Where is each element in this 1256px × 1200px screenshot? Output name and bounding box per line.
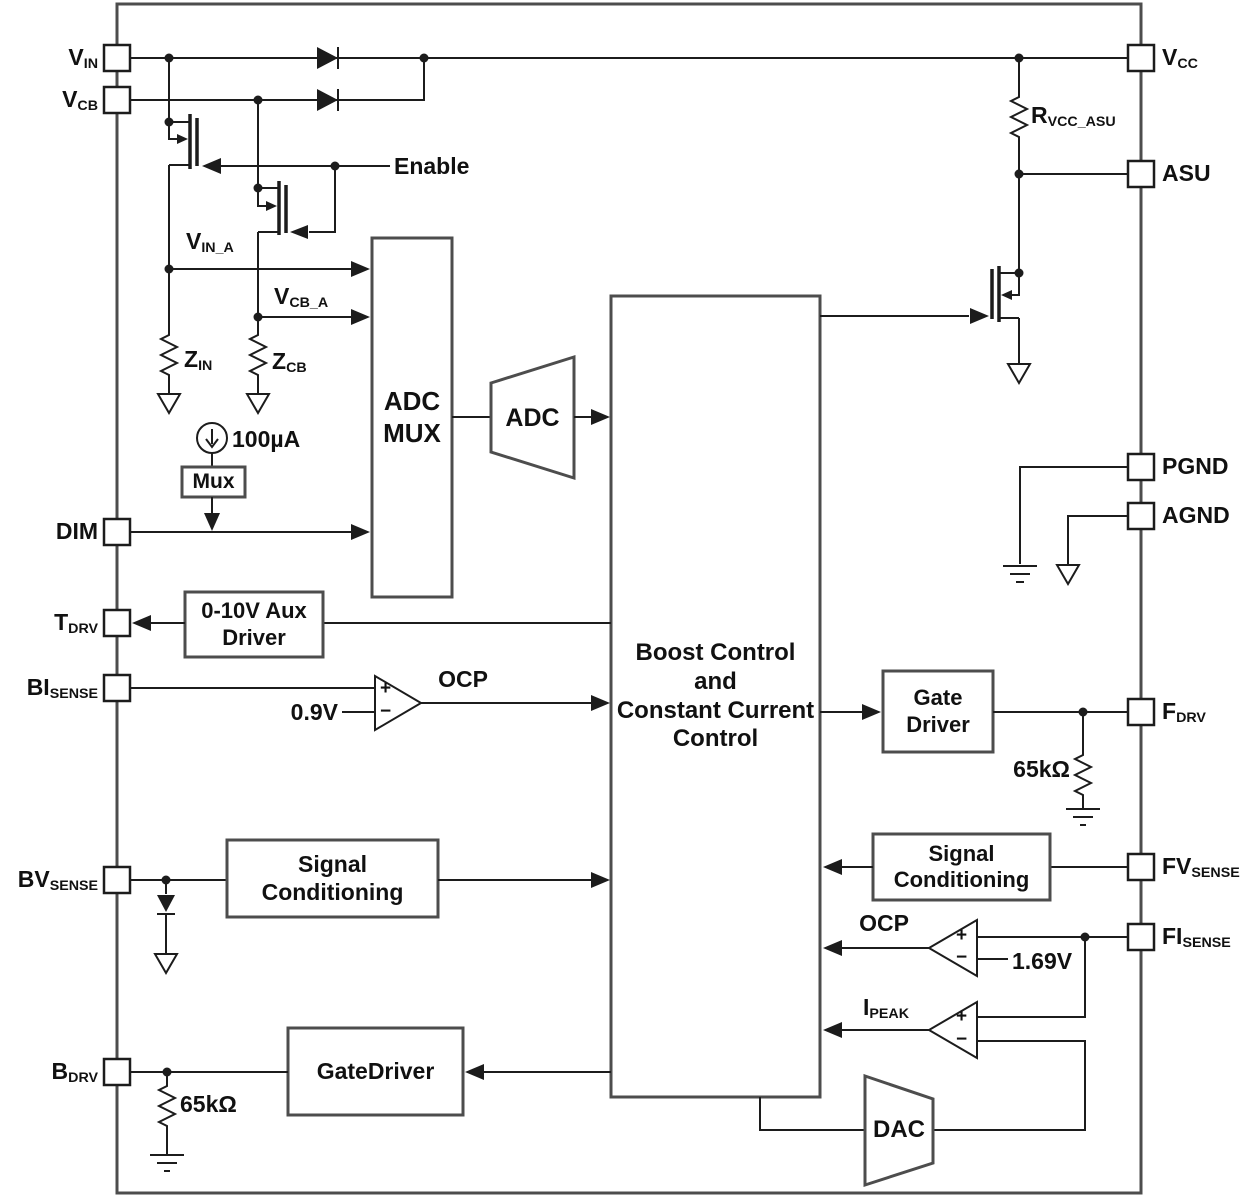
current-source-label: 100µA bbox=[232, 426, 301, 452]
ocp-comparator-right bbox=[823, 918, 1128, 978]
pin-fisense bbox=[1126, 922, 1156, 952]
dac-label: DAC bbox=[873, 1116, 925, 1144]
zin-resistor-icon bbox=[156, 269, 182, 415]
pin-label-bisense: BISENSE bbox=[26, 674, 98, 703]
pin-bvsense bbox=[102, 865, 132, 895]
adc-block bbox=[452, 354, 610, 481]
res-65k-left-label: 65kΩ bbox=[180, 1091, 237, 1117]
pin-fvsense bbox=[1126, 852, 1156, 882]
adc-mux-label: ADC MUX bbox=[383, 386, 441, 448]
signal-conditioning-left-block bbox=[225, 838, 610, 919]
vin-vcc-rail-wire bbox=[130, 57, 1128, 101]
vcb-a-label: VCB_A bbox=[274, 283, 329, 312]
signal-conditioning-right-block bbox=[823, 832, 1128, 902]
boost-control-label: Boost Control and Constant Current Contr… bbox=[616, 638, 815, 753]
mosfet-q3-icon bbox=[820, 174, 1032, 385]
pin-label-asu: ASU bbox=[1162, 160, 1211, 186]
junction-dots bbox=[161, 53, 1090, 1077]
pin-bisense bbox=[102, 673, 132, 703]
pin-label-vin: VIN bbox=[68, 44, 98, 73]
zin-label: ZIN bbox=[184, 346, 213, 375]
dac-block bbox=[759, 1073, 935, 1188]
pin-pgnd bbox=[1126, 452, 1156, 482]
ocp-left-label: OCP bbox=[438, 666, 488, 692]
pin-label-agnd: AGND bbox=[1162, 502, 1230, 528]
comparator-plus-sign: + bbox=[956, 1006, 968, 1027]
ocp-right-label: OCP bbox=[859, 910, 909, 936]
aux-driver-block bbox=[132, 590, 611, 659]
pin-label-dim: DIM bbox=[55, 518, 98, 544]
enable-wire bbox=[202, 158, 390, 239]
pin-label-tdrv: TDRV bbox=[54, 609, 98, 638]
pin-bdrv bbox=[102, 1057, 132, 1087]
agnd-wire bbox=[1055, 515, 1128, 586]
gate-driver-f-label: Gate Driver bbox=[906, 685, 970, 737]
comparator-plus-sign: + bbox=[956, 925, 968, 946]
gate-driver-b-label: GateDriver bbox=[316, 1057, 435, 1084]
pin-label-fdrv: FDRV bbox=[1162, 698, 1206, 727]
signal-conditioning-left-label: Signal Conditioning bbox=[261, 850, 404, 905]
zcb-resistor-icon bbox=[245, 317, 271, 415]
ipeak-comparator bbox=[823, 937, 1086, 1131]
pin-label-fvsense: FVSENSE bbox=[1162, 853, 1240, 882]
mosfet-q1-icon bbox=[168, 58, 199, 269]
fdrv-65k-resistor-icon bbox=[1066, 712, 1100, 826]
pin-asu bbox=[1126, 159, 1156, 189]
pin-label-vcb: VCB bbox=[62, 86, 98, 115]
diode-icon bbox=[317, 47, 339, 69]
enable-label: Enable bbox=[394, 153, 470, 179]
pin-tdrv bbox=[102, 608, 132, 638]
diode-icon bbox=[317, 89, 339, 111]
current-source-icon bbox=[180, 422, 247, 531]
aux-driver-label: 0-10V Aux Driver bbox=[201, 598, 307, 650]
ref-1v69-label: 1.69V bbox=[1012, 948, 1073, 974]
mux-label: Mux bbox=[192, 470, 235, 494]
pin-fdrv bbox=[1126, 697, 1156, 727]
pgnd-wire bbox=[1003, 466, 1128, 583]
zcb-label: ZCB bbox=[272, 348, 307, 377]
ocp-comparator-left bbox=[130, 674, 610, 732]
pin-label-bvsense: BVSENSE bbox=[17, 866, 98, 895]
comparator-plus-sign: + bbox=[380, 678, 392, 699]
comparator-minus-sign: − bbox=[956, 1029, 968, 1050]
pin-label-vcc: VCC bbox=[1162, 44, 1198, 73]
ref-0v9-label: 0.9V bbox=[290, 699, 338, 725]
vcb-a-wire bbox=[258, 309, 370, 325]
pin-squares bbox=[102, 43, 1156, 1087]
gate-driver-b-block bbox=[130, 1026, 611, 1117]
pin-vin bbox=[102, 43, 132, 73]
bdrv-65k-resistor-icon bbox=[150, 1072, 184, 1172]
boost-control-block bbox=[609, 294, 822, 1099]
comparator-minus-sign: − bbox=[380, 701, 392, 722]
comparator-minus-sign: − bbox=[956, 947, 968, 968]
adc-label: ADC bbox=[505, 403, 560, 432]
pin-label-pgnd: PGND bbox=[1162, 453, 1229, 479]
ipeak-label: IPEAK bbox=[863, 994, 909, 1023]
gate-driver-f-block bbox=[820, 669, 1128, 754]
rvcc-asu-label: RVCC_ASU bbox=[1031, 102, 1116, 131]
signal-conditioning-right-label: Signal Conditioning bbox=[893, 840, 1030, 892]
vin-a-wire bbox=[169, 261, 370, 277]
res-65k-right-label: 65kΩ bbox=[1013, 756, 1070, 782]
dim-wire bbox=[130, 524, 370, 540]
vin-a-label: VIN_A bbox=[186, 228, 234, 257]
rvcc-asu-resistor-icon bbox=[1008, 58, 1128, 175]
pin-label-bdrv: BDRV bbox=[51, 1058, 98, 1087]
ic-outline bbox=[115, 2, 1143, 1195]
pin-dim bbox=[102, 517, 132, 547]
bvsense-wire bbox=[130, 879, 227, 975]
pin-vcb bbox=[102, 85, 132, 115]
pin-label-fisense: FISENSE bbox=[1162, 923, 1231, 952]
pin-agnd bbox=[1126, 501, 1156, 531]
pin-vcc bbox=[1126, 43, 1156, 73]
